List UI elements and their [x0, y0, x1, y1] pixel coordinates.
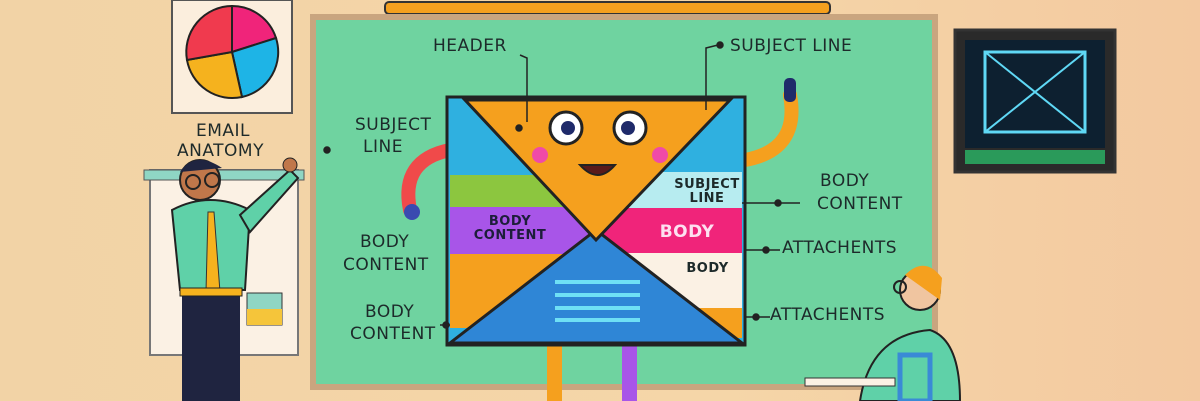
label-subject-line-top: SUBJECT LINE [730, 36, 853, 56]
envelope-body-text: BODY [488, 214, 532, 229]
label-pointers [323, 41, 800, 329]
label-header: HEADER [433, 36, 507, 56]
envelope-body-pink: BODY [659, 222, 715, 242]
label-body-content-right-1: BODY [820, 171, 870, 191]
poster-title-line1: EMAIL [196, 121, 251, 141]
presenter-figure [170, 157, 300, 401]
board-rail [384, 1, 831, 15]
label-body-content-right-2: CONTENT [817, 194, 903, 214]
label-body-content-lower-2: CONTENT [350, 324, 436, 344]
label-attachents-2: ATTACHENTS [770, 305, 886, 325]
envelope-subject-text: SUBJECT [674, 177, 740, 192]
viewer-figure [804, 265, 962, 401]
envelope-line-text: LINE [689, 191, 725, 206]
label-subject-line-left-2: LINE [363, 137, 403, 157]
pie-chart-icon [185, 4, 280, 100]
label-body-content-left-1: BODY [360, 232, 410, 252]
label-attachents-1: ATTACHENTS [782, 238, 898, 258]
label-subject-line-left-1: SUBJECT [355, 115, 432, 135]
envelope-content-text: CONTENT [473, 228, 547, 243]
poster-title-line2: ANATOMY [177, 141, 264, 161]
label-body-content-lower-1: BODY [365, 302, 415, 322]
envelope-character [401, 78, 799, 401]
envelope-body-white: BODY [686, 261, 729, 276]
label-body-content-left-2: CONTENT [343, 255, 429, 275]
